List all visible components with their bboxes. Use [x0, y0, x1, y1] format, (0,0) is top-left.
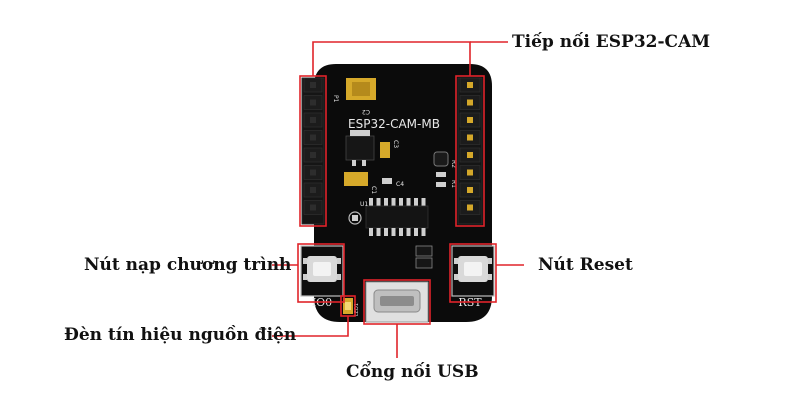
header-pin: [310, 169, 316, 176]
ic-pin: [384, 228, 388, 236]
header-pin: [310, 204, 316, 211]
left-pin-header: [301, 77, 325, 225]
ic-pin: [399, 198, 403, 206]
micro-usb-port[interactable]: [365, 281, 429, 323]
silk-c2: C2: [362, 108, 370, 115]
ic-pin: [414, 198, 418, 206]
header-pin: [467, 187, 473, 193]
ic-pin: [399, 228, 403, 236]
header-pin: [467, 152, 473, 158]
header-pin: [310, 117, 316, 123]
ic-pin: [406, 198, 411, 206]
ic-pin: [369, 228, 373, 236]
capacitor-c1: [344, 172, 368, 186]
ic-pin: [421, 228, 426, 236]
right-pin-header: [457, 77, 483, 225]
power-led: [343, 298, 353, 314]
label-power-led: Đèn tín hiệu nguồn điện: [64, 325, 297, 345]
silk-c3: C3: [392, 140, 399, 148]
header-pin: [310, 152, 316, 158]
header-pin: [310, 134, 316, 141]
silk-r2: R2: [450, 160, 457, 168]
board-name: ESP32-CAM-MB: [348, 117, 440, 131]
header-pin: [310, 187, 316, 193]
crystal: [433, 151, 449, 167]
io0-button[interactable]: [300, 245, 344, 297]
silk-u1: U1: [360, 201, 368, 208]
silk-r1: R1: [450, 180, 457, 188]
ic-pin: [384, 198, 388, 206]
callout-line-connector: [312, 41, 471, 76]
header-pin: [467, 99, 473, 106]
callout-box-rst: [449, 243, 497, 303]
ic-pin: [406, 228, 411, 236]
rst-button[interactable]: [451, 245, 495, 297]
header-pin: [310, 82, 316, 88]
label-program-button: Nút nạp chương trình: [84, 255, 292, 275]
ic-pin: [369, 198, 373, 206]
voltage-regulator: [345, 130, 375, 166]
header-pin: [467, 117, 473, 123]
header-pin: [467, 82, 473, 88]
ic-pin: [391, 198, 396, 206]
ic-pin: [376, 228, 381, 236]
callout-lines: [272, 41, 524, 358]
label-connector: Tiếp nối ESP32-CAM: [512, 32, 711, 52]
silk-c4: C4: [396, 181, 404, 188]
header-pin: [467, 169, 473, 176]
header-pin: [467, 204, 473, 211]
ic-pin: [376, 198, 381, 206]
ic-pin: [391, 228, 396, 236]
pcb-body: [314, 64, 492, 322]
silk-led: LED1: [354, 303, 360, 316]
label-usb-port: Cổng nối USB: [346, 362, 479, 382]
ic-pin: [414, 228, 418, 236]
header-pin: [310, 99, 316, 106]
ic-pin: [421, 198, 426, 206]
silk-p1: P1: [332, 95, 339, 103]
callout-box-io0: [297, 243, 345, 303]
header-pin: [467, 134, 473, 141]
label-reset-button: Nút Reset: [538, 255, 633, 275]
usb-uart-chip: [365, 198, 429, 236]
callout-line-led: [272, 316, 349, 337]
silk-c1: C1: [370, 186, 377, 194]
